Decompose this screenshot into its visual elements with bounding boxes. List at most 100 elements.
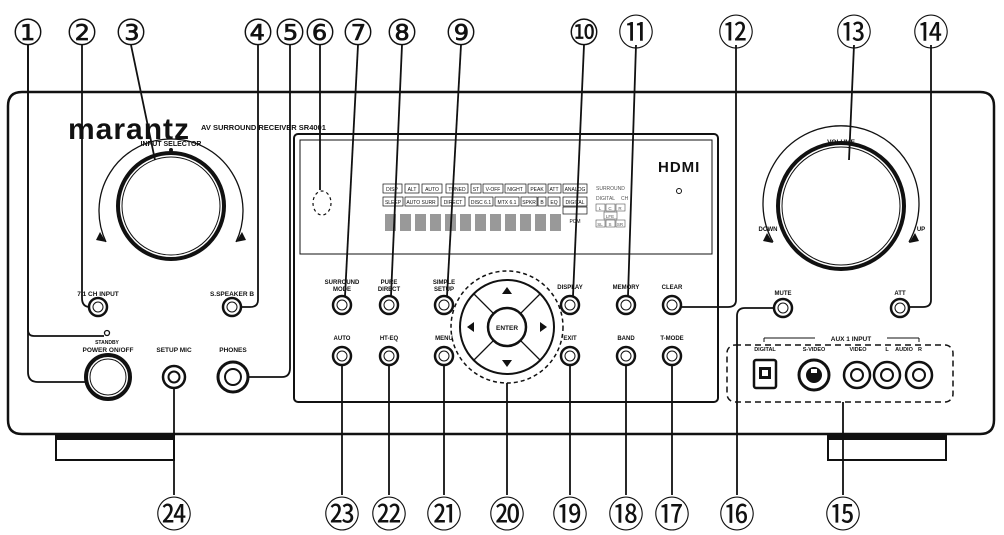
callout-6: ⑥ (304, 12, 336, 53)
surround-mode-label-1: SURROUND (325, 280, 360, 286)
callout-8: ⑧ (386, 12, 418, 53)
pure-direct-label-2: DIRECT (378, 287, 401, 293)
callout-2: ② (66, 12, 98, 53)
clear-label: CLEAR (662, 285, 683, 291)
optical-digital-jack[interactable] (752, 358, 778, 390)
video-jack[interactable] (842, 360, 872, 390)
callout-20: ⑳ (489, 494, 525, 535)
surround-mode-label-2: MODE (333, 287, 351, 293)
aux-input-label: AUX 1 INPUT (831, 336, 871, 343)
volume-up-label: UP (917, 227, 925, 233)
fl-surround: SURROUND (596, 186, 625, 192)
display-label: DISPLAY (557, 285, 582, 291)
standby-label: STANDBY (95, 340, 119, 346)
aux-video-label: VIDEO (849, 347, 867, 353)
auto-button[interactable]: AUTO (331, 336, 353, 367)
clear-button[interactable]: CLEAR (662, 285, 683, 316)
fl-disc61: DISC 6.1 (471, 200, 492, 206)
callouts: ① ② ③ ④ ⑤ ⑥ ⑦ ⑧ ⑨ ⑩ ⑪ ⑫ ⑬ ⑭ ⑮ ⑯ ⑰ ⑱ ⑲ ⑳ … (12, 12, 949, 535)
fl-mtx61: MTX 6.1 (498, 200, 517, 206)
enter-button[interactable]: ENTER (486, 306, 528, 348)
fl-night: NIGHT (507, 187, 523, 193)
fl-digital-ch: DIGITAL (596, 196, 615, 202)
pure-direct-button[interactable]: PURE DIRECT (378, 280, 401, 316)
band-button[interactable]: BAND (615, 336, 637, 367)
callout-24: ㉔ (156, 494, 192, 535)
callout-23: ㉓ (324, 494, 360, 535)
display-button[interactable]: DISPLAY (557, 285, 583, 316)
fl-voff: V-OFF (486, 187, 501, 193)
ht-eq-button[interactable]: HT-EQ (378, 336, 400, 367)
att-button[interactable]: ATT (889, 291, 911, 319)
cursor-left-icon[interactable] (467, 322, 474, 332)
callout-13: ⑬ (836, 12, 872, 53)
fl-display: DISP ALT AUTO TUNED ST V-OFF NIGHT PEAK … (382, 183, 629, 231)
t-mode-label: T-MODE (660, 336, 683, 342)
setup-mic-jack[interactable] (161, 364, 187, 390)
remote-sensor-icon (312, 190, 332, 216)
fl-ch: CH (621, 196, 629, 202)
cursor-up-icon[interactable] (502, 287, 512, 294)
audio-l-jack[interactable] (872, 360, 902, 390)
surround-mode-button[interactable]: SURROUND MODE (325, 280, 360, 316)
ch-input-label: 7.1 CH INPUT (77, 291, 119, 298)
t-mode-button[interactable]: T-MODE (660, 336, 684, 367)
fl-sleep: SLEEP (385, 200, 402, 206)
exit-label: EXIT (563, 336, 577, 342)
memory-label: MEMORY (613, 285, 640, 291)
cursor-down-icon[interactable] (502, 360, 512, 367)
simple-setup-button[interactable]: SIMPLE SETUP (433, 280, 455, 316)
power-label: POWER ON/OFF (83, 347, 134, 354)
model-name: AV SURROUND RECEIVER SR4001 (201, 123, 326, 132)
setup-mic-label: SETUP MIC (156, 347, 192, 354)
standby-led (103, 329, 111, 337)
speaker-b-button[interactable] (221, 296, 243, 318)
menu-button[interactable]: MENU (433, 336, 455, 367)
input-selector[interactable]: INPUT SELECTOR (96, 138, 246, 261)
band-label: BAND (617, 336, 635, 342)
callout-17: ⑰ (654, 494, 690, 535)
callout-14: ⑭ (913, 12, 949, 53)
leader-lines (27, 44, 932, 495)
callout-19: ⑲ (552, 494, 588, 535)
aux-input-panel (726, 334, 954, 403)
fl-ch-l: L (599, 206, 602, 211)
ht-eq-label: HT-EQ (380, 336, 399, 342)
memory-button[interactable]: MEMORY (613, 285, 640, 316)
fl-ch-sl: SL (597, 222, 603, 227)
s-video-jack[interactable] (797, 358, 831, 392)
exit-button[interactable]: EXIT (559, 336, 581, 367)
fl-peak: PEAK (530, 187, 544, 193)
callout-10: ⑩ (568, 12, 600, 53)
simple-setup-label-2: SETUP (434, 287, 454, 293)
att-label: ATT (894, 291, 906, 297)
cursor-right-icon[interactable] (540, 322, 547, 332)
input-selector-label: INPUT SELECTOR (141, 141, 202, 148)
fl-st: ST (473, 187, 479, 193)
volume-knob[interactable]: VOLUME (762, 125, 920, 271)
fl-att: ATT (549, 187, 558, 193)
ch-input-button[interactable] (87, 296, 109, 318)
fl-alt: ALT (408, 187, 417, 193)
power-button[interactable] (84, 353, 132, 401)
fl-tuned: TUNED (448, 187, 466, 193)
enter-label: ENTER (496, 325, 518, 332)
pure-direct-label-1: PURE (381, 280, 398, 286)
fl-auto-surr: AUTO SURR (406, 200, 436, 206)
callout-15: ⑮ (825, 494, 861, 535)
fl-ch-s: S (608, 222, 611, 227)
callout-5: ⑤ (274, 12, 306, 53)
callout-21: ㉑ (426, 494, 462, 535)
callout-11: ⑪ (618, 12, 654, 53)
callout-1: ① (12, 12, 44, 53)
hdmi-logo: HDMI (658, 159, 700, 176)
callout-4: ④ (242, 12, 274, 53)
fl-b: B (540, 200, 544, 206)
fl-digital: DIGITAL (565, 200, 584, 206)
mute-label: MUTE (775, 291, 792, 297)
callout-16: ⑯ (719, 494, 755, 535)
phones-jack[interactable] (216, 360, 250, 394)
audio-r-jack[interactable] (904, 360, 934, 390)
mute-button[interactable]: MUTE (772, 291, 794, 319)
